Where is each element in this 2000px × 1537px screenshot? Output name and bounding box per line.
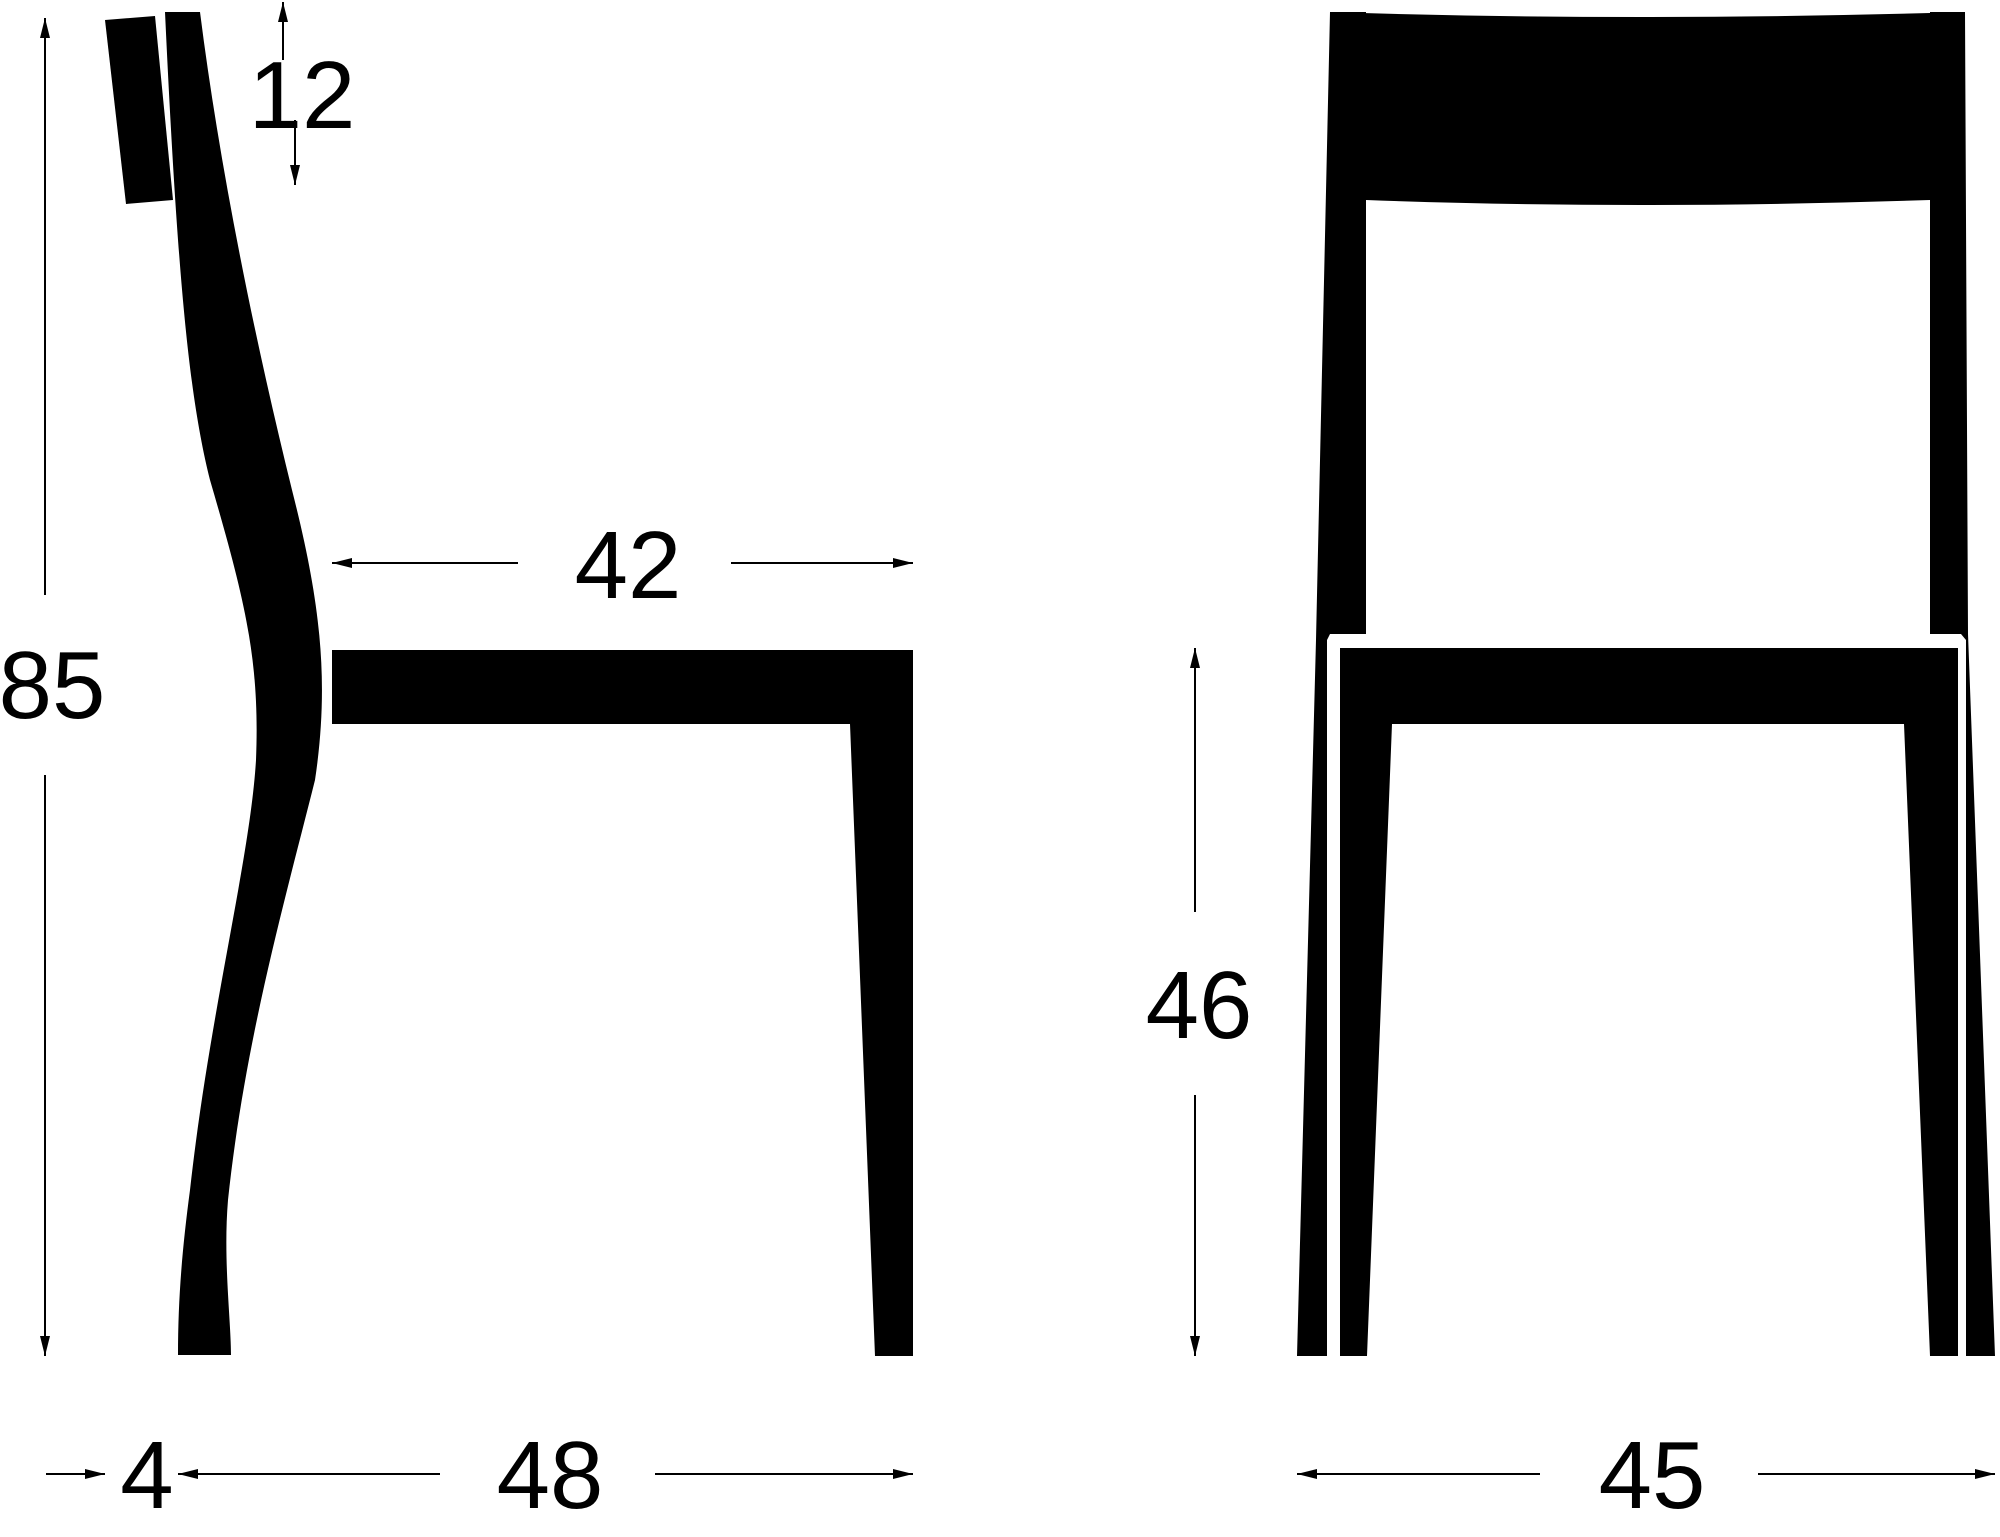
dimension-total-depth: 48 bbox=[178, 1422, 913, 1529]
dimension-overall-height: 85 bbox=[0, 18, 105, 1356]
front-view bbox=[1297, 12, 1995, 1356]
front-back-leg-right bbox=[1930, 12, 1995, 1356]
side-seat-and-front-leg bbox=[332, 650, 913, 1356]
dimension-label-42: 42 bbox=[575, 512, 682, 619]
dimension-total-width: 45 bbox=[1297, 1422, 1995, 1529]
dimension-back-thickness: 4 bbox=[46, 1422, 174, 1529]
front-backrest bbox=[1330, 12, 1965, 205]
dimension-seat-depth: 42 bbox=[332, 512, 913, 619]
dimension-label-48: 48 bbox=[497, 1422, 604, 1529]
dimension-label-46: 46 bbox=[1146, 952, 1253, 1059]
dimension-label-12: 12 bbox=[249, 42, 356, 149]
dimension-seat-height: 46 bbox=[1146, 648, 1253, 1356]
dimension-backrest-height: 12 bbox=[249, 2, 356, 185]
front-seat-and-front-legs bbox=[1340, 648, 1958, 1356]
dimension-label-85: 85 bbox=[0, 632, 105, 739]
side-back-leg bbox=[165, 12, 322, 1355]
side-view bbox=[105, 12, 913, 1356]
dimension-label-4: 4 bbox=[120, 1422, 173, 1529]
side-backrest-slat bbox=[105, 16, 173, 204]
dimension-label-45: 45 bbox=[1599, 1422, 1706, 1529]
front-back-leg-left bbox=[1297, 12, 1366, 1356]
